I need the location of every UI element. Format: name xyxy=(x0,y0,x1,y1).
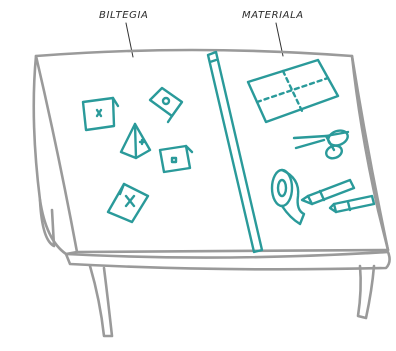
folded-card-icon xyxy=(160,146,192,172)
pen-icon xyxy=(330,196,374,212)
folded-card-icon xyxy=(150,88,182,122)
label-biltegia: BILTEGIA xyxy=(99,10,148,21)
divider-ruler-icon xyxy=(208,52,262,252)
folded-card-icon xyxy=(121,124,150,158)
map-sheet-icon xyxy=(248,60,338,122)
folded-card-icon xyxy=(108,184,148,222)
folded-card-icon xyxy=(83,98,118,130)
scissors-icon xyxy=(294,128,350,160)
tape-roll-icon xyxy=(272,170,304,224)
label-materiala: MATERIALA xyxy=(242,10,304,21)
